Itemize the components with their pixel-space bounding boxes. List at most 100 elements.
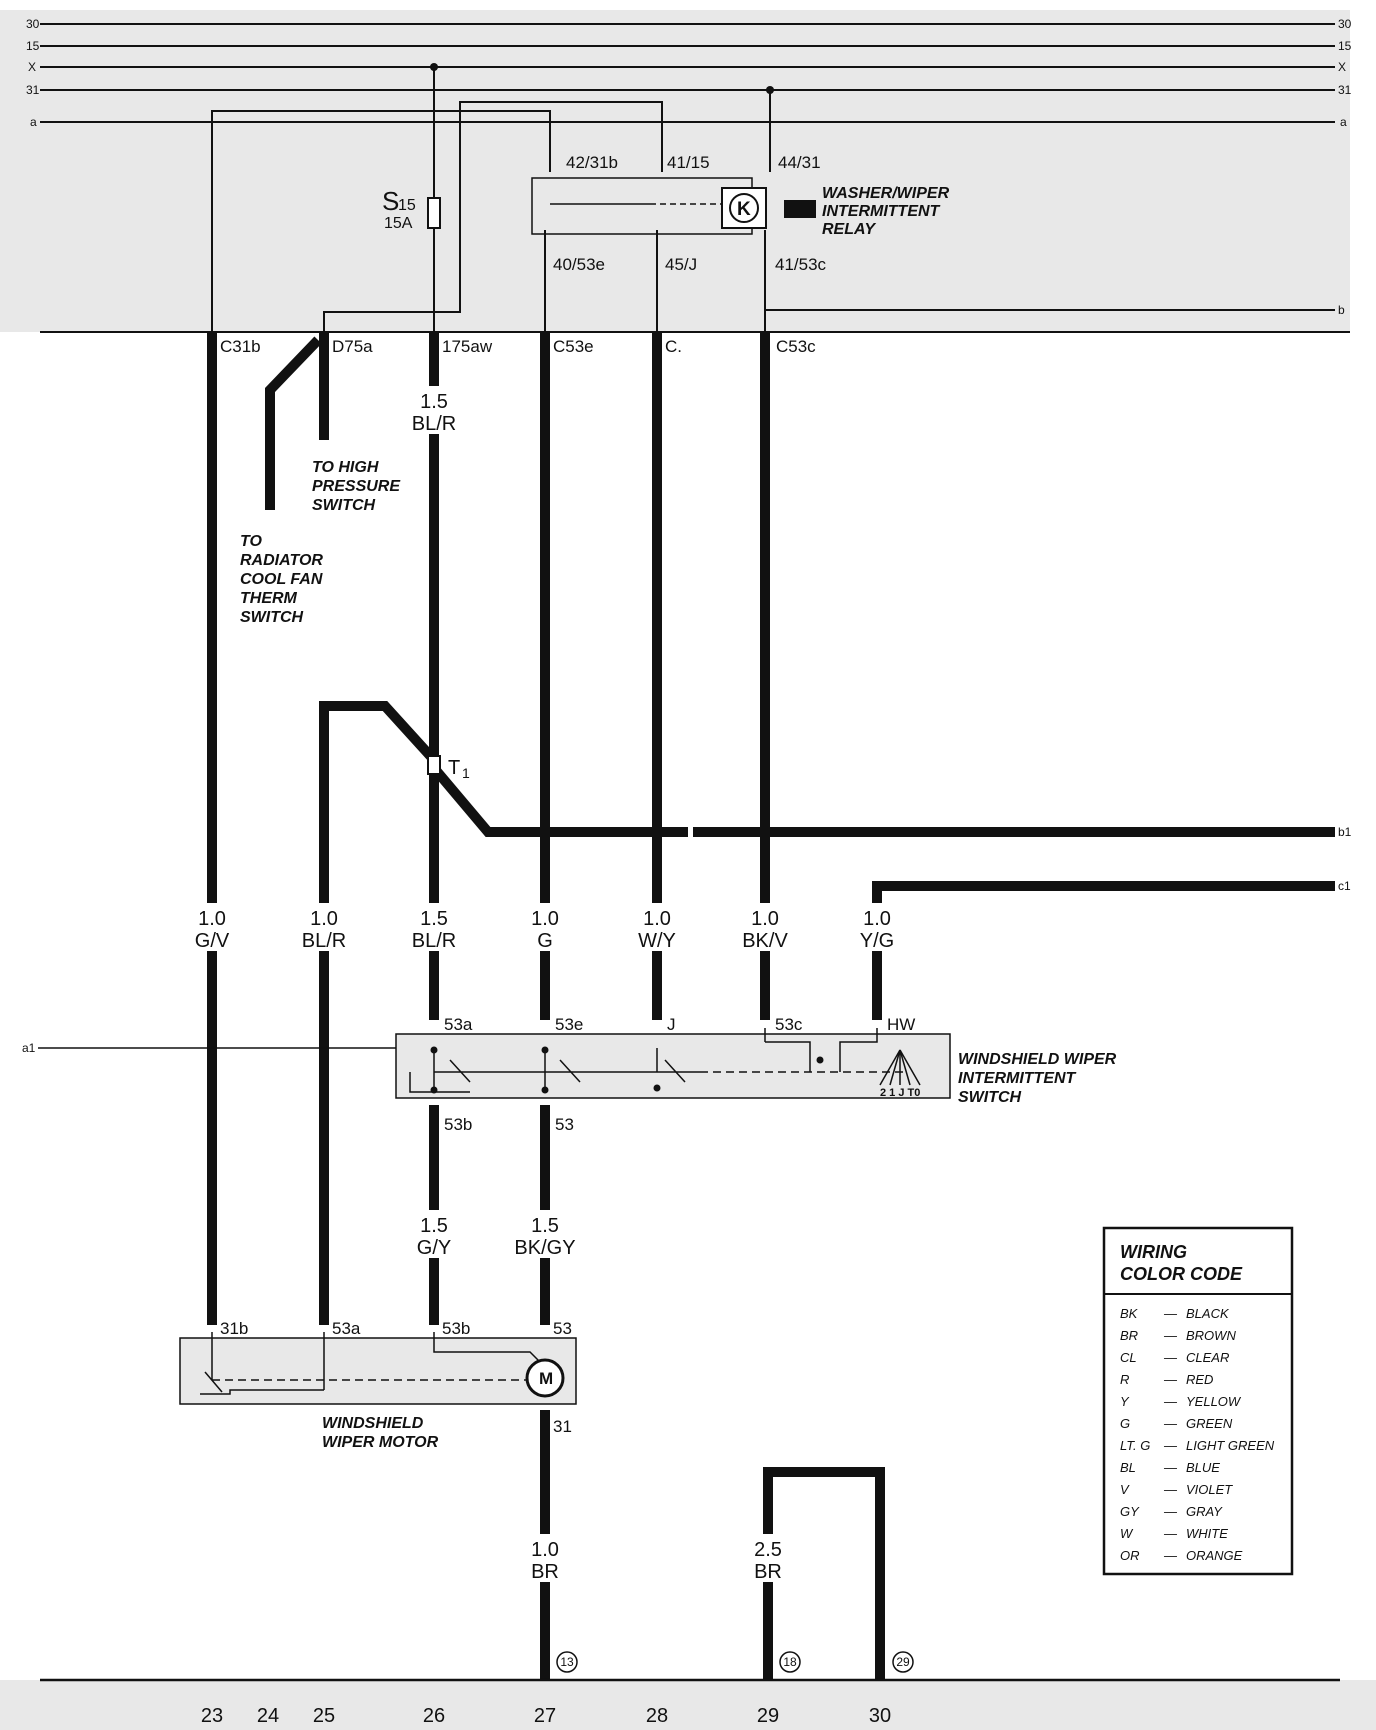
svg-text:BR: BR [531, 1561, 559, 1583]
svg-text:18: 18 [783, 1655, 797, 1669]
splice-t1-body [427, 755, 441, 775]
ground-ref-29: 29 [892, 1651, 914, 1673]
bus-a-label-right: a [1340, 115, 1347, 129]
bus-x-label-left: X [28, 60, 36, 74]
motor-title-1: WINDSHIELD [322, 1415, 424, 1432]
svg-text:2.5: 2.5 [754, 1539, 782, 1561]
connector-d75a: D75a [332, 337, 373, 356]
column-numbers: 23 24 25 26 27 28 29 30 [201, 1705, 891, 1727]
note-radiator-2: RADIATOR [240, 552, 323, 569]
legend-code: G [1120, 1416, 1130, 1431]
connector-labels: C31b D75a 175aw C53e C. C53c [220, 337, 816, 356]
column-28: 28 [646, 1705, 668, 1727]
connector-c53e: C53e [553, 337, 594, 356]
wire-label-26: 1.5 BL/R [407, 903, 461, 952]
switch-title-1: WINDSHIELD WIPER [958, 1051, 1117, 1068]
wire-label-30: 1.0 Y/G [851, 903, 903, 952]
legend-dash: — [1163, 1482, 1178, 1497]
ground-ref-18: 18 [779, 1651, 801, 1673]
column-29: 29 [757, 1705, 779, 1727]
wire-label-29: 1.0 BK/V [737, 903, 793, 952]
svg-text:1.0: 1.0 [310, 908, 338, 930]
legend-dash: — [1163, 1460, 1178, 1475]
switch-terminal-53e: 53e [555, 1015, 583, 1034]
svg-text:1.5: 1.5 [531, 1215, 559, 1237]
legend-color-name: BLUE [1186, 1460, 1220, 1475]
note-high-pressure-1: TO HIGH [312, 459, 379, 476]
svg-text:BK/V: BK/V [742, 930, 788, 952]
svg-text:1.0: 1.0 [643, 908, 671, 930]
fuse-rating: 15A [384, 215, 413, 232]
relay-terminal-42-31b: 42/31b [566, 153, 618, 172]
legend-color-name: VIOLET [1186, 1482, 1233, 1497]
bus-a1-label: a1 [22, 1041, 36, 1055]
splice-t1-label: T [448, 757, 460, 779]
wire-label-28: 1.0 W/Y [631, 903, 683, 952]
connector-c: C. [665, 337, 682, 356]
wire-label-26b: 1.5 G/Y [408, 1210, 460, 1259]
fuse-number: 15 [398, 197, 416, 214]
fuse-box-panel [0, 10, 1350, 332]
washer-wiper-relay: K WASHER/WIPER INTERMITTENT RELAY 42/31b… [531, 153, 950, 274]
svg-text:29: 29 [896, 1655, 910, 1669]
bus-30-label-right: 30 [1338, 17, 1352, 31]
bus-b-label: b [1338, 303, 1345, 317]
connector-175aw: 175aw [442, 337, 493, 356]
legend-dash: — [1163, 1394, 1178, 1409]
motor-symbol-icon [525, 1358, 565, 1398]
note-radiator-4: THERM [240, 590, 298, 607]
wire-label-27: 1.0 G [525, 903, 565, 952]
relay-title-3: RELAY [822, 221, 876, 238]
connector-c53c: C53c [776, 337, 816, 356]
legend-code: W [1120, 1526, 1134, 1541]
bus-refs: b1 c1 a1 [22, 825, 1352, 1055]
legend-code: LT. G [1120, 1438, 1150, 1453]
svg-text:BK/GY: BK/GY [514, 1237, 575, 1259]
legend-box [1102, 1226, 1294, 1576]
legend-color-name: BLACK [1186, 1306, 1230, 1321]
bus-31-label-right: 31 [1338, 83, 1352, 97]
wire-label-27b: 1.5 BK/GY [509, 1210, 581, 1259]
legend-code: V [1120, 1482, 1130, 1497]
legend-dash: — [1163, 1548, 1178, 1563]
bus-labels-left: 30 15 X 31 a [26, 17, 40, 129]
column-30: 30 [869, 1705, 891, 1727]
motor-terminal-31b: 31b [220, 1319, 248, 1338]
fuse-box-wiring [211, 67, 1335, 332]
motor-terminal-53a: 53a [332, 1319, 361, 1338]
ground-strip [0, 1680, 1376, 1730]
relay-terminal-44-31: 44/31 [778, 153, 821, 172]
wire-label-29c: 2.5 BR [748, 1534, 788, 1583]
svg-text:G/Y: G/Y [417, 1237, 451, 1259]
note-radiator-3: COOL FAN [240, 571, 323, 588]
motor-body [179, 1337, 577, 1405]
column-26: 26 [423, 1705, 445, 1727]
bus-labels-right: 30 15 X 31 a b [1338, 17, 1352, 317]
switch-terminal-53a: 53a [444, 1015, 473, 1034]
bus-31-label-left: 31 [26, 83, 40, 97]
svg-text:1.0: 1.0 [531, 908, 559, 930]
column-25: 25 [313, 1705, 335, 1727]
legend-color-name: GREEN [1186, 1416, 1233, 1431]
relay-terminal-41-15: 41/15 [667, 153, 710, 172]
relay-coil-icon [729, 193, 759, 223]
routing-notes: TO HIGH PRESSURE SWITCH TO RADIATOR COOL… [240, 459, 401, 626]
svg-text:1.5: 1.5 [420, 908, 448, 930]
legend-color-name: LIGHT GREEN [1186, 1438, 1275, 1453]
bus-x-label-right: X [1338, 60, 1346, 74]
motor-symbol-letter: M [539, 1369, 553, 1388]
relay-title-2: INTERMITTENT [822, 203, 941, 220]
legend-dash: — [1163, 1350, 1178, 1365]
svg-text:1.0: 1.0 [863, 908, 891, 930]
wire-b1-gap [688, 825, 693, 839]
switch-positions: 2 1 J T0 [880, 1087, 920, 1099]
wire-25 [319, 701, 438, 1325]
wire-label-27c: 1.0 BR [525, 1534, 565, 1583]
note-high-pressure-3: SWITCH [312, 497, 376, 514]
legend-dash: — [1163, 1372, 1178, 1387]
wire-label-175: 1.5 BL/R [410, 386, 458, 435]
relay-coil-letter: K [737, 199, 751, 220]
relay-title-1: WASHER/WIPER [822, 185, 950, 202]
wire-radiator [265, 336, 322, 510]
legend-color-name: CLEAR [1186, 1350, 1229, 1365]
